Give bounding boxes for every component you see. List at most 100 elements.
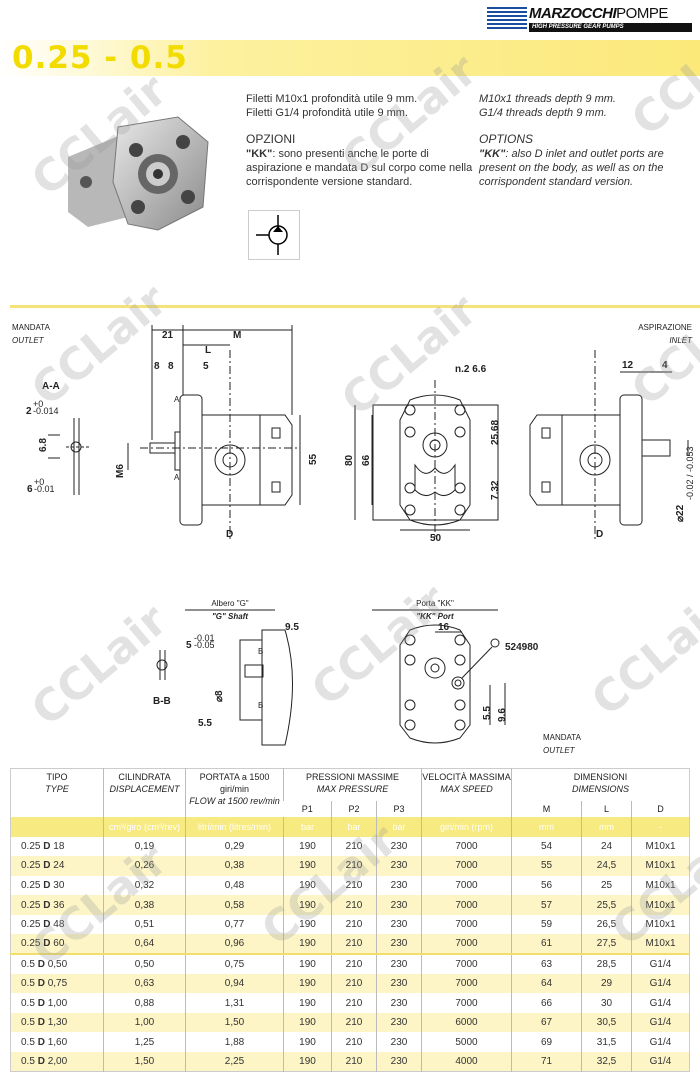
table-cell: 30,5 [581,1012,632,1033]
dim-55: 55 [308,453,319,465]
table-cell: M10x1 [631,836,690,857]
table-cell: 27,5 [581,934,632,955]
table-cell: 0,96 [185,934,284,955]
dim-55b: 5.5 [198,718,212,729]
table-cell: G1/4 [631,1052,690,1072]
table-cell: 190 [283,1032,332,1053]
dim-m: M [233,330,241,341]
table-cell: G1/4 [631,1012,690,1033]
table-cell: M10x1 [631,875,690,896]
dim-5b-tol-low: -0.05 [194,640,215,650]
table-cell: 230 [376,856,422,876]
dim-80: 80 [344,454,355,466]
type-cell: 0.5 D 1,60 [10,1032,104,1053]
col-m: M [511,800,582,817]
table-cell: 230 [376,914,422,935]
table-cell: 7000 [421,914,512,935]
table-cell: 29 [581,973,632,994]
table-cell: 190 [283,875,332,896]
table-cell: 1,00 [103,1012,186,1033]
brand-logo: MARZOCCHIPOMPE HIGH PRESSURE GEAR PUMPS [487,5,692,33]
table-cell: 230 [376,973,422,994]
table-cell: 7000 [421,856,512,876]
table-cell: 230 [376,875,422,896]
note-thread-g14: Filetti G1/4 profondità utile 9 mm. [246,107,409,119]
table-cell: 0,32 [103,875,186,896]
unit-cell: cm³/giro (cm³/rev) [103,816,186,837]
table-cell: 210 [331,856,377,876]
type-cell: 0.5 D 2,00 [10,1052,104,1072]
unit-cell: giri/min (rpm) [421,816,512,837]
options-text: "KK": sono presenti anche le porte di as… [246,148,473,188]
table-cell: 210 [331,934,377,955]
table-cell: 190 [283,1052,332,1072]
table-cell: G1/4 [631,973,690,994]
table-cell: 230 [376,1032,422,1053]
type-cell: 0.5 D 1,00 [10,993,104,1013]
table-cell: G1/4 [631,993,690,1013]
table-cell: 190 [283,856,332,876]
dim-8b: 8 [168,361,174,372]
table-cell: 0,64 [103,934,186,955]
table-cell: 0,94 [185,973,284,994]
title-band [0,40,700,76]
unit-cell: litri/min (litres/min) [185,816,284,837]
table-cell: 7000 [421,836,512,857]
table-cell: 32,5 [581,1052,632,1072]
table-cell: 210 [331,895,377,915]
table-cell: 66 [511,993,582,1013]
dim-aa-6-tol-up: +0 [34,477,44,487]
table-cell: 190 [283,993,332,1013]
table-cell: 0,29 [185,836,284,857]
hydraulic-pump-symbol-icon [248,210,300,260]
port-outlet-label: MANDATA [543,733,582,742]
table-cell: 69 [511,1032,582,1053]
dim-21: 21 [162,330,174,341]
table-cell: 1,88 [185,1032,284,1053]
table-cell: 7000 [421,934,512,955]
notes-english: M10x1 threads depth 9 mm. G1/4 threads d… [479,92,694,189]
dim-aa-68: 6.8 [38,438,49,452]
table-cell: 24 [581,836,632,857]
table-cell: 7000 [421,973,512,994]
page-title: 0.25 - 0.5 [12,40,188,76]
table-cell: 210 [331,1052,377,1072]
table-cell: 28,5 [581,953,632,974]
units-row: cm³/giro (cm³/rev)litri/min (litres/min)… [10,816,690,837]
note-thread-g14-en: G1/4 threads depth 9 mm. [479,107,607,119]
type-cell: 0.5 D 0,75 [10,973,104,994]
type-cell: 0.25 D 30 [10,875,104,896]
table-cell: 0,38 [103,895,186,915]
table-cell: 6000 [421,1012,512,1033]
table-cell: 25 [581,875,632,896]
section-a-mark: A [174,473,180,482]
table-cell: 210 [331,993,377,1013]
inlet-label-en: INLET [669,336,693,345]
table-cell: 7000 [421,875,512,896]
logo-mark-icon [487,7,527,31]
table-cell: 67 [511,1012,582,1033]
table-cell: 61 [511,934,582,955]
unit-cell: - [631,816,690,837]
table-cell: 71 [511,1052,582,1072]
dim-5: 5 [203,361,209,372]
dim-m6: M6 [115,464,126,478]
shaft-label: Albero "G" [211,599,248,608]
table-cell: 0,38 [185,856,284,876]
outlet-label-en: OUTLET [12,336,45,345]
table-cell: 210 [331,1012,377,1033]
table-cell: 7000 [421,993,512,1013]
table-cell: 210 [331,973,377,994]
section-divider [10,305,700,308]
dim-d: D [226,529,233,540]
type-cell: 0.25 D 18 [10,836,104,857]
table-cell: 30 [581,993,632,1013]
